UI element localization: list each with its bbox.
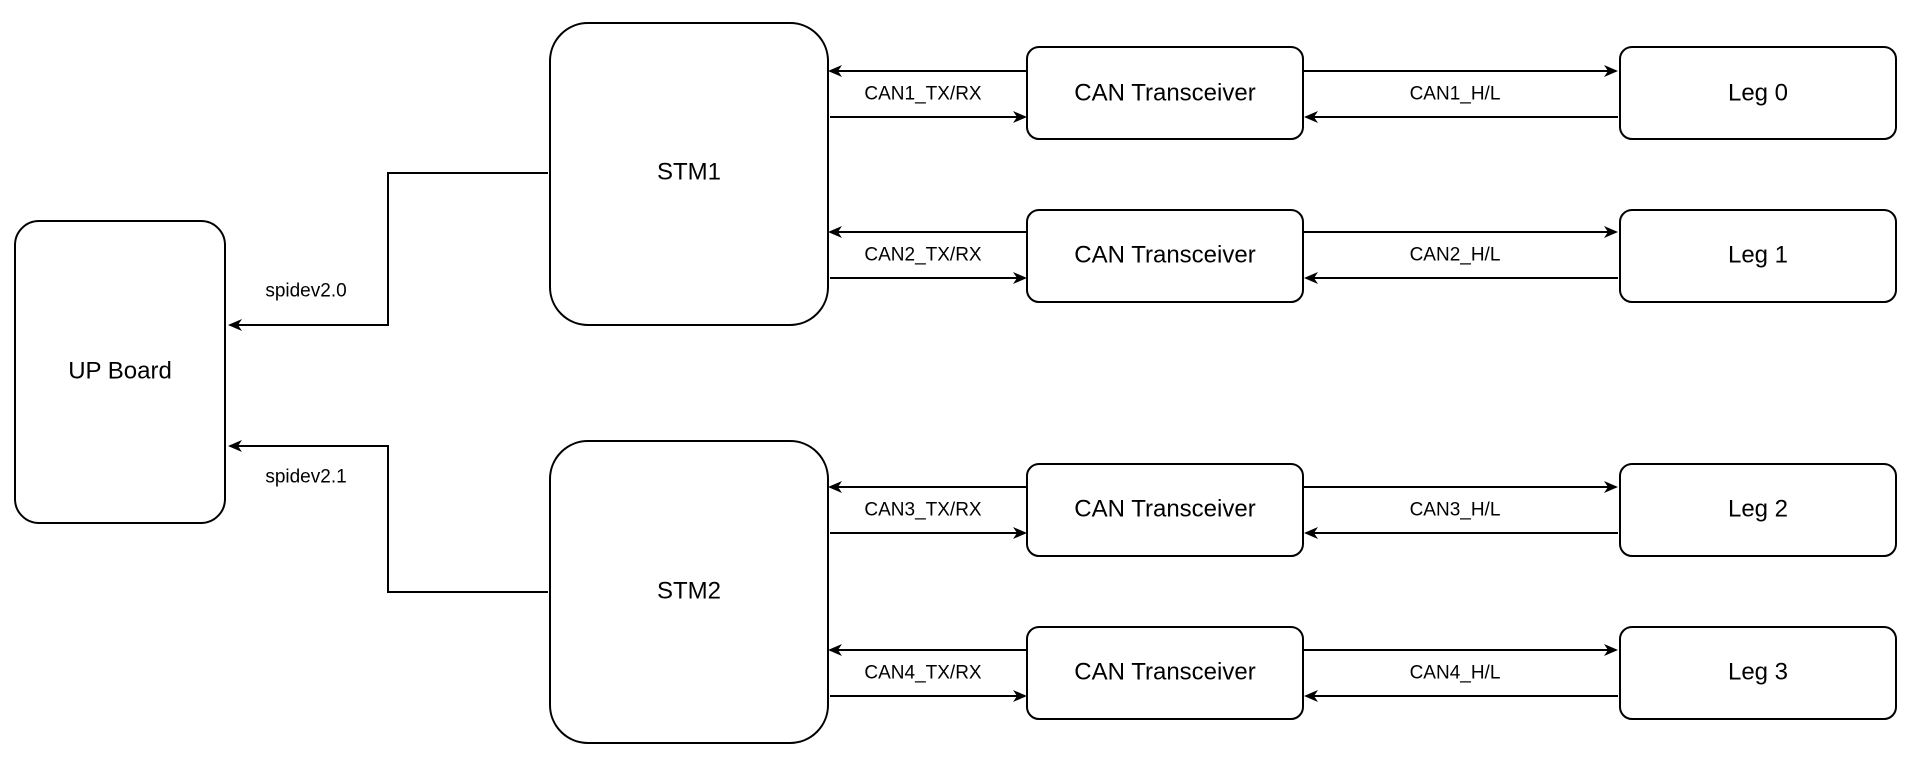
can2-hl-label: CAN2_H/L xyxy=(1410,245,1501,266)
spi0-connector xyxy=(228,172,548,331)
can-transceiver-node-0: CAN Transceiver xyxy=(1026,46,1304,140)
up-board-node: UP Board xyxy=(14,220,226,524)
can-transceiver-node-3: CAN Transceiver xyxy=(1026,626,1304,720)
can1-hl-label: CAN1_H/L xyxy=(1410,84,1501,105)
stm2-label: STM2 xyxy=(657,578,721,605)
can2-txrx-label: CAN2_TX/RX xyxy=(864,245,982,266)
spi1-connector xyxy=(228,440,548,593)
can4-txrx-label: CAN4_TX/RX xyxy=(864,663,982,684)
can-transceiver-label-2: CAN Transceiver xyxy=(1074,496,1255,523)
stm1-label: STM1 xyxy=(657,159,721,186)
can-transceiver-label-1: CAN Transceiver xyxy=(1074,242,1255,269)
can-transceiver-label-3: CAN Transceiver xyxy=(1074,659,1255,686)
leg1-label: Leg 1 xyxy=(1728,242,1788,269)
stm1-node: STM1 xyxy=(549,22,829,326)
can-transceiver-node-1: CAN Transceiver xyxy=(1026,209,1304,303)
leg0-node: Leg 0 xyxy=(1619,46,1897,140)
up-board-label: UP Board xyxy=(68,358,172,385)
edge-labels: spidev2.0 spidev2.1 CAN1_TX/RX CAN2_TX/R… xyxy=(265,84,1500,684)
can1-txrx-label: CAN1_TX/RX xyxy=(864,84,982,105)
spi0-label: spidev2.0 xyxy=(265,281,346,302)
stm2-node: STM2 xyxy=(549,440,829,744)
leg3-node: Leg 3 xyxy=(1619,626,1897,720)
connectors xyxy=(228,65,1618,702)
spi1-label: spidev2.1 xyxy=(265,467,346,488)
can-transceiver-node-2: CAN Transceiver xyxy=(1026,463,1304,557)
leg3-label: Leg 3 xyxy=(1728,659,1788,686)
can4-hl-label: CAN4_H/L xyxy=(1410,663,1501,684)
leg2-node: Leg 2 xyxy=(1619,463,1897,557)
can3-hl-label: CAN3_H/L xyxy=(1410,500,1501,521)
can3-txrx-label: CAN3_TX/RX xyxy=(864,500,982,521)
leg0-label: Leg 0 xyxy=(1728,80,1788,107)
leg2-label: Leg 2 xyxy=(1728,496,1788,523)
can-transceiver-label-0: CAN Transceiver xyxy=(1074,80,1255,107)
leg1-node: Leg 1 xyxy=(1619,209,1897,303)
